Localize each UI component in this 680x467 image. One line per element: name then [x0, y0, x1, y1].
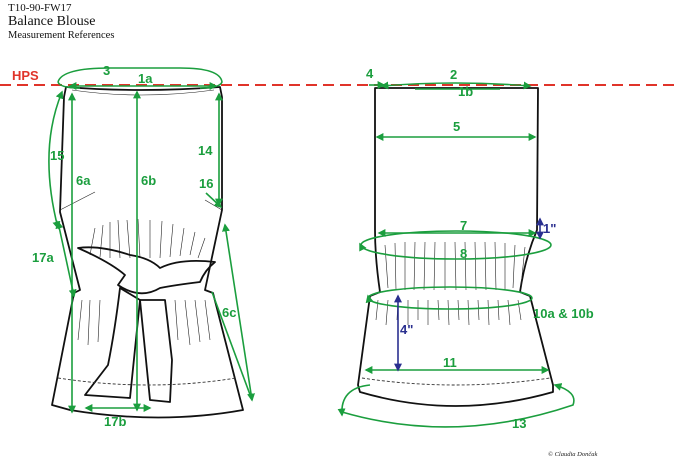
label-17a: 17a	[32, 250, 54, 265]
front-tie-knot	[77, 246, 216, 295]
right-armhole-line	[204, 199, 223, 211]
front-garment	[51, 86, 244, 419]
page-title: Balance Blouse	[8, 14, 96, 29]
page-subtitle: Measurement References	[8, 30, 115, 41]
style-code: T10-90-FW17	[8, 2, 72, 14]
measure-17a-line	[55, 220, 77, 298]
measure-6c-line	[222, 223, 255, 402]
front-tie-tail-right	[139, 299, 173, 403]
left-armhole-line	[59, 191, 96, 211]
measure-8-arrow	[359, 242, 367, 252]
label-14: 14	[198, 143, 213, 158]
measure-15-line	[48, 90, 64, 230]
measure-16-line	[205, 192, 223, 209]
back-measurements	[337, 81, 575, 428]
measure-6c-ext	[211, 291, 253, 401]
label-11: 11	[443, 355, 457, 370]
label-13: 13	[512, 416, 526, 431]
front-peplum-gathers	[77, 299, 211, 346]
label-10: 10a & 10b	[533, 306, 594, 321]
back-garment	[357, 87, 554, 407]
measure-10-arrow	[365, 294, 374, 304]
label-17b: 17b	[104, 414, 126, 429]
label-1inch: 1"	[543, 221, 556, 236]
label-1a: 1a	[138, 71, 153, 86]
copyright: © Claudia Dončak	[548, 451, 598, 458]
front-tie-tail-left	[84, 287, 141, 399]
label-6b: 6b	[141, 173, 156, 188]
back-outline	[357, 87, 554, 407]
label-6c: 6c	[222, 305, 236, 320]
label-16: 16	[199, 176, 213, 191]
label-3: 3	[103, 63, 110, 78]
back-hem-stitch	[361, 377, 551, 386]
label-15: 15	[50, 148, 64, 163]
measure-8-ellipse	[360, 230, 552, 260]
back-peplum-gathers	[375, 299, 522, 326]
label-7: 7	[460, 218, 467, 233]
label-1b: 1b	[458, 84, 473, 99]
label-6a: 6a	[76, 173, 91, 188]
label-2: 2	[450, 67, 457, 82]
measure-2-arc	[380, 81, 532, 90]
label-4: 4	[366, 66, 374, 81]
label-4inch: 4"	[400, 322, 413, 337]
measure-13-arc	[337, 384, 371, 417]
front-hem-stitch	[57, 377, 237, 386]
front-measurements	[48, 67, 255, 414]
hps-label: HPS	[12, 68, 39, 83]
back-gathers	[384, 241, 526, 291]
measure-13-arc-bottom	[341, 383, 575, 428]
front-neckline	[71, 89, 215, 96]
front-gathers	[89, 218, 206, 259]
measure-10-ellipse	[367, 286, 533, 310]
label-8: 8	[460, 246, 467, 261]
label-5: 5	[453, 119, 460, 134]
